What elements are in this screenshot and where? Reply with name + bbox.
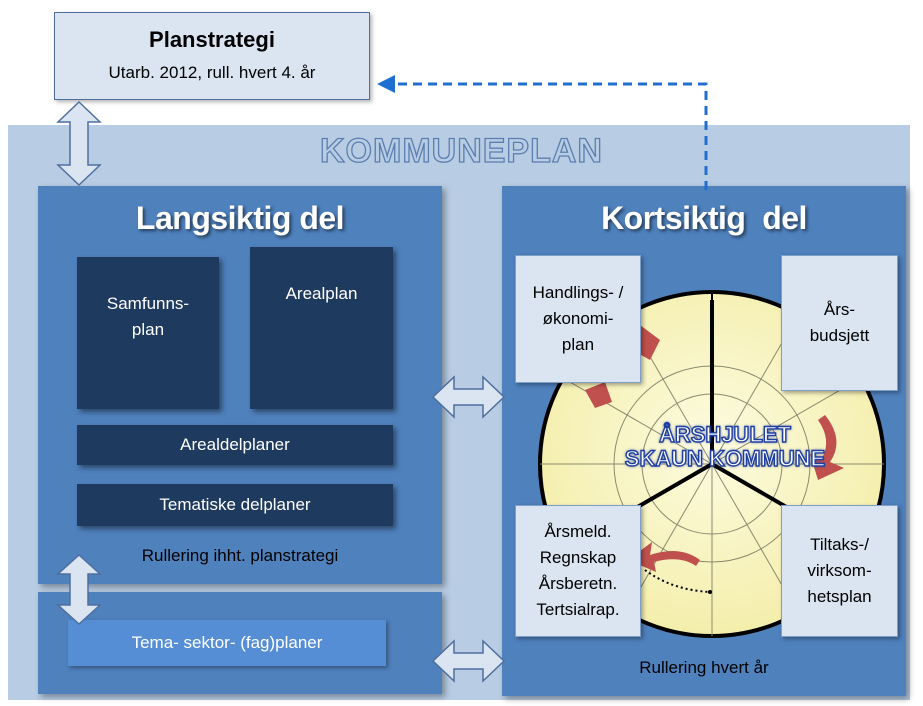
double-arrow-langsiktig-kortsiktig xyxy=(431,375,506,419)
samfunnsplan-box: Samfunns- plan xyxy=(77,257,219,409)
planstrategi-box: Planstrategi Utarb. 2012, rull. hvert 4.… xyxy=(54,12,370,100)
arealdelplaner-box: Arealdelplaner xyxy=(77,425,393,465)
aarsbudsjett-box: Års- budsjett xyxy=(781,255,898,391)
kortsiktig-title: Kortsiktig del xyxy=(601,200,807,236)
planstrategi-title: Planstrategi xyxy=(149,27,275,52)
handling-okonomiplan-box: Handlings- / økonomi- plan xyxy=(515,255,641,383)
tematiske-delplaner-box: Tematiske delplaner xyxy=(77,484,393,526)
aarshjulet-title: ÅRSHJULET SKAUN KOMMUNE xyxy=(575,422,875,471)
planstrategi-subtitle: Utarb. 2012, rull. hvert 4. år xyxy=(108,63,316,82)
kommuneplan-title: KOMMUNEPLAN xyxy=(319,131,603,170)
arealplan-label: Arealplan xyxy=(285,284,358,303)
arealplan-box: Arealplan xyxy=(250,247,393,409)
aarsbudsjett-label: Års- budsjett xyxy=(809,300,870,345)
samfunnsplan-label: Samfunns- plan xyxy=(106,294,190,339)
arealdelplaner-label: Arealdelplaner xyxy=(180,435,290,454)
tiltaksplan-label: Tiltaks-/ virksom- hetsplan xyxy=(807,535,872,606)
aarsmelding-box: Årsmeld. Regnskap Årsberetn. Tertsialrap… xyxy=(515,505,641,637)
aarsmelding-label: Årsmeld. Regnskap Årsberetn. Tertsialrap… xyxy=(536,522,620,619)
langsiktig-rullering: Rullering ihht. planstrategi xyxy=(141,546,339,565)
double-arrow-planstrategi xyxy=(56,100,102,187)
tema-sektor-fagplaner-box: Tema- sektor- (fag)planer xyxy=(68,620,386,666)
langsiktig-title: Langsiktig del xyxy=(135,200,345,236)
tema-sektor-fagplaner-label: Tema- sektor- (fag)planer xyxy=(131,633,323,652)
double-arrow-fagplaner-kortsiktig xyxy=(431,639,506,683)
aarshjulet-line1: ÅRSHJULET xyxy=(658,422,791,447)
kortsiktig-rullering: Rullering hvert år xyxy=(639,658,769,677)
tematiske-delplaner-label: Tematiske delplaner xyxy=(159,495,311,514)
handling-okonomiplan-label: Handlings- / økonomi- plan xyxy=(532,283,624,354)
dashed-return-arrow xyxy=(392,82,708,190)
double-arrow-fagplaner xyxy=(56,553,102,626)
aarshjulet-line2: SKAUN KOMMUNE xyxy=(624,446,826,471)
tiltaksplan-box: Tiltaks-/ virksom- hetsplan xyxy=(781,505,898,637)
